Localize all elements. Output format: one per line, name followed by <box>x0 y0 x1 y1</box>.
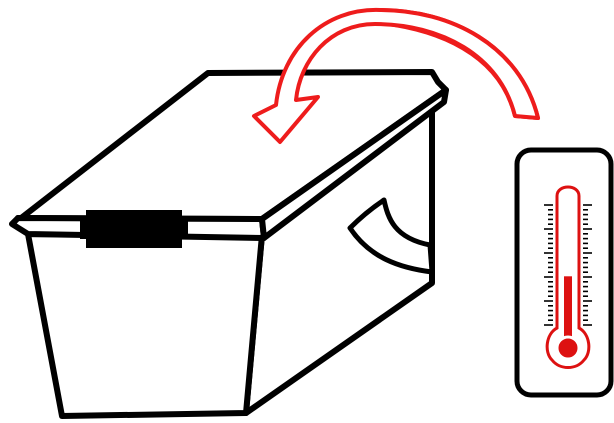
thermometer-icon <box>517 150 611 395</box>
box-latch-band-right <box>180 219 188 239</box>
thermometer-mercury <box>564 276 572 342</box>
storage-box-icon <box>12 72 446 416</box>
box-latch <box>86 210 182 248</box>
box-front-face <box>28 234 262 416</box>
box-latch-band-left <box>80 219 88 239</box>
thermometer-bulb <box>557 337 579 359</box>
